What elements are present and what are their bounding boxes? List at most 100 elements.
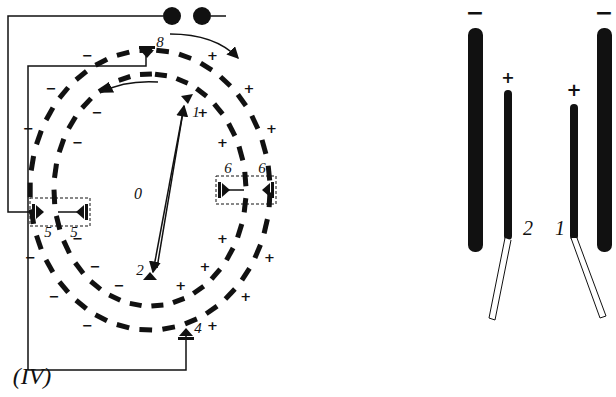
charge-sign: +: [217, 136, 228, 149]
callout-number: 6: [224, 161, 232, 176]
disc-sector: [119, 77, 131, 81]
disc-sector: [46, 108, 53, 120]
callout-number: 6: [258, 161, 266, 176]
disc-sector: [55, 164, 57, 178]
charge-sign: +: [207, 48, 218, 61]
disc-sector: [239, 147, 243, 161]
disc-sector: [262, 140, 266, 154]
charge-sign: −: [595, 2, 613, 24]
charge-sign: +: [266, 121, 277, 134]
figure-label: (IV): [13, 364, 52, 388]
callout-number: 2: [523, 218, 533, 238]
disc-sector: [75, 263, 83, 274]
disc-sector: [139, 327, 152, 333]
charge-sign: +: [264, 251, 275, 264]
disc-sector: [64, 241, 70, 254]
charge-sign: +: [197, 105, 208, 118]
disc-sector: [225, 289, 235, 299]
disc-sector: [91, 281, 101, 289]
charge-sign: +: [199, 259, 210, 272]
disc-sector: [201, 63, 212, 70]
charge-sign: −: [23, 121, 34, 134]
charge-sign: −: [46, 81, 57, 94]
disc-sector: [59, 282, 68, 293]
disc-sector: [238, 224, 242, 238]
disc-sector: [46, 260, 53, 272]
terminal-ball: [193, 7, 211, 25]
rotation-arrow: [102, 82, 158, 92]
callout-number: 5: [44, 225, 52, 240]
disc-sector: [95, 315, 107, 321]
disc-sector: [268, 166, 270, 181]
callout-number: 8: [156, 35, 164, 50]
disc-sector: [197, 89, 207, 97]
charge-sign: −: [25, 251, 36, 264]
disc-sector: [229, 124, 235, 136]
charge-sign: +: [501, 70, 514, 86]
disc-sector: [37, 236, 42, 250]
charge-sign: −: [82, 319, 93, 332]
disc-sector: [59, 88, 68, 99]
disc-sector: [264, 219, 267, 233]
charge-sign: −: [82, 48, 93, 61]
callout-number: 2: [136, 263, 144, 278]
charge-sign: −: [72, 231, 83, 244]
neutralizer-rod: [153, 106, 184, 272]
disc-sector: [221, 77, 231, 86]
wire: [8, 16, 244, 370]
charge-sign: +: [240, 290, 251, 303]
disc-sector: [179, 54, 191, 58]
callout-number: 0: [134, 186, 142, 202]
charged-plates: [468, 28, 612, 320]
disc-sector: [173, 298, 184, 302]
disc-sector: [242, 268, 250, 280]
rotation-arrow: [170, 34, 238, 58]
disc-sector: [162, 327, 175, 329]
disc-sector: [206, 306, 217, 314]
disc-sector: [76, 300, 86, 309]
disc-sector: [52, 190, 58, 204]
charge-sign: +: [217, 231, 228, 244]
disc-sector: [109, 295, 120, 300]
disc-sector: [117, 325, 129, 328]
charge-sign: −: [114, 278, 125, 291]
disc-sector: [59, 139, 64, 152]
disc-sectors: [30, 50, 270, 330]
brush-comb: [32, 46, 274, 340]
charge-sign: +: [566, 81, 581, 99]
disc-sector: [252, 116, 258, 129]
charge-sign: +: [175, 278, 186, 291]
disc-sector: [155, 74, 167, 76]
disc-sector: [245, 172, 246, 186]
charge-sign: −: [92, 105, 103, 118]
disc-sector: [37, 131, 42, 145]
terminal-ball: [163, 7, 181, 25]
charge-sign: −: [49, 290, 60, 303]
disc-sector: [227, 248, 234, 260]
charge-sign: −: [90, 259, 101, 272]
disc-sector: [82, 98, 91, 108]
disc-sector: [214, 104, 222, 114]
charge-sign: +: [207, 319, 218, 332]
disc-sector: [31, 156, 33, 171]
charge-sign: −: [466, 2, 484, 24]
disc-sector: [212, 269, 221, 279]
charge-sign: −: [72, 136, 83, 149]
disc-sector: [96, 59, 108, 65]
disc-sector: [156, 50, 169, 52]
disc-sector: [117, 52, 129, 55]
disc-sector: [140, 72, 152, 78]
disc-sector: [69, 117, 76, 129]
disc-sector: [130, 303, 142, 305]
disc-sector: [255, 245, 261, 258]
callout-number: 1: [555, 218, 565, 238]
disc-sector: [177, 79, 188, 84]
disc-sector: [193, 286, 203, 293]
disc-sector: [76, 71, 86, 80]
disc-sector: [56, 216, 59, 230]
callout-number: 4: [194, 321, 202, 336]
disc-sector: [244, 198, 246, 212]
disc-sector: [151, 305, 163, 306]
disc-sector: [238, 95, 246, 106]
collector-box: [30, 176, 276, 226]
